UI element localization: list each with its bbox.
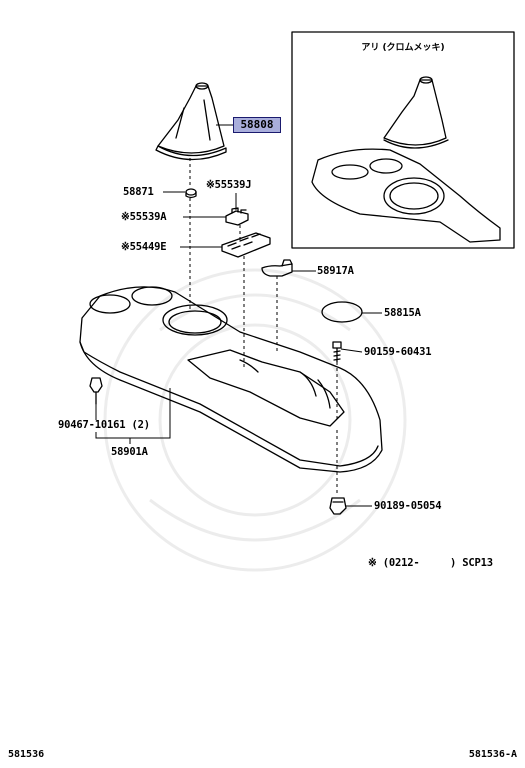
part-label-55539j[interactable]: ※55539J	[206, 179, 252, 191]
inset-chrome-boot	[311, 76, 501, 243]
part-label-55449e[interactable]: ※55449E	[121, 241, 167, 253]
footer-left-code: 581536	[8, 749, 45, 760]
shift-boot-58808	[155, 82, 227, 161]
part-label-55539a[interactable]: ※55539A	[121, 211, 167, 223]
clip-90467-10161	[89, 377, 103, 405]
part-label-90159-60431[interactable]: 90159-60431	[364, 346, 432, 358]
bracket-58917a	[261, 259, 293, 277]
part-label-58917a[interactable]: 58917A	[317, 265, 354, 277]
clip-55539a	[225, 207, 249, 226]
nut-58871	[185, 188, 197, 196]
part-label-58871[interactable]: 58871	[123, 186, 154, 198]
leader-lines	[95, 124, 382, 507]
part-label-90467-10161[interactable]: 90467-10161 (2)	[58, 419, 150, 431]
guide-lines	[189, 158, 338, 496]
watermark	[103, 268, 407, 572]
part-label-58815a[interactable]: 58815A	[384, 307, 421, 319]
part-label-58808[interactable]: 58808	[233, 117, 281, 133]
inset-title: アリ (クロムメッキ)	[361, 43, 445, 53]
footer-right-code: 581536-A	[468, 749, 517, 760]
console-box-58901a	[79, 286, 383, 473]
part-label-58901a[interactable]: 58901A	[111, 446, 148, 458]
applicability-note: ※ (0212- ) SCP13	[368, 557, 493, 569]
plate-55449e	[221, 232, 271, 258]
part-label-90189-05054[interactable]: 90189-05054	[374, 500, 442, 512]
inset-frame	[291, 31, 515, 249]
screw-90159-60431	[332, 341, 342, 363]
cap-58815a	[321, 301, 363, 323]
nut-90189-05054	[329, 497, 347, 515]
